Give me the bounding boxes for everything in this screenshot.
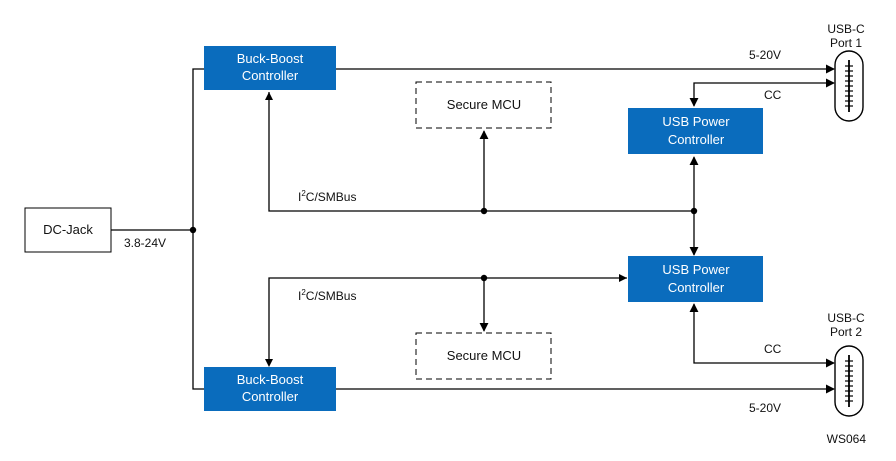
- usb-power-controller-2: USB Power Controller: [628, 256, 763, 302]
- i2c-bus-label-lower: I2C/SMBus: [298, 288, 356, 303]
- secure-mcu-2-label: Secure MCU: [447, 348, 521, 363]
- secure-mcu-2: Secure MCU: [415, 332, 552, 380]
- cc-wire-2: [689, 303, 835, 368]
- input-voltage-label: 3.8-24V: [124, 236, 166, 250]
- i2c-bus-lower: [268, 277, 627, 365]
- port-1-label-line1: USB-C: [827, 22, 865, 36]
- buck-boost-controller-2: Buck-Boost Controller: [204, 367, 336, 411]
- usb-pc-1-label-line2: Controller: [668, 132, 725, 147]
- buck-boost-1-label-line1: Buck-Boost: [237, 51, 304, 66]
- usb-c-port-2-icon: [834, 345, 864, 417]
- buck-boost-1-label-line2: Controller: [242, 68, 299, 83]
- port-1-label-line2: Port 1: [830, 36, 862, 50]
- usb-c-port-1-icon: [834, 50, 864, 122]
- usb-pc-2-label-line2: Controller: [668, 280, 725, 295]
- secure-mcu-1: Secure MCU: [415, 81, 552, 129]
- bus-junction-dot: [480, 274, 488, 282]
- buck-boost-2-label-line1: Buck-Boost: [237, 372, 304, 387]
- port-2-label-line2: Port 2: [830, 325, 862, 339]
- dc-jack-label: DC-Jack: [43, 222, 93, 237]
- bus-arrow-to-buck-boost-2: [265, 359, 273, 367]
- cc-2-label: CC: [764, 342, 782, 356]
- wire-to-buck-boost-2: [192, 230, 204, 390]
- cc-wire-1: [689, 78, 835, 107]
- vout-1-label: 5-20V: [749, 48, 781, 62]
- usb-pc-2-label-line1: USB Power: [662, 262, 730, 277]
- vout-2-label: 5-20V: [749, 401, 781, 415]
- bus-junction-dot: [480, 207, 488, 215]
- port-2-label-line1: USB-C: [827, 311, 865, 325]
- buck-boost-controller-1: Buck-Boost Controller: [204, 46, 336, 90]
- figure-reference-label: WS064: [827, 432, 867, 446]
- usb-power-controller-1: USB Power Controller: [628, 108, 763, 154]
- bus-arrow-to-usb-pc-2: [619, 274, 627, 282]
- bus-arrow-to-buck-boost-1: [265, 92, 273, 100]
- secure-mcu-1-label: Secure MCU: [447, 97, 521, 112]
- i2c-bus-upper: [268, 92, 694, 212]
- dc-jack-block: DC-Jack: [24, 207, 112, 253]
- usb-pc-1-label-line1: USB Power: [662, 114, 730, 129]
- buck-boost-2-label-line2: Controller: [242, 389, 299, 404]
- cc-1-label: CC: [764, 88, 782, 102]
- i2c-bus-label-upper: I2C/SMBus: [298, 189, 356, 204]
- wire-to-buck-boost-1: [192, 68, 204, 230]
